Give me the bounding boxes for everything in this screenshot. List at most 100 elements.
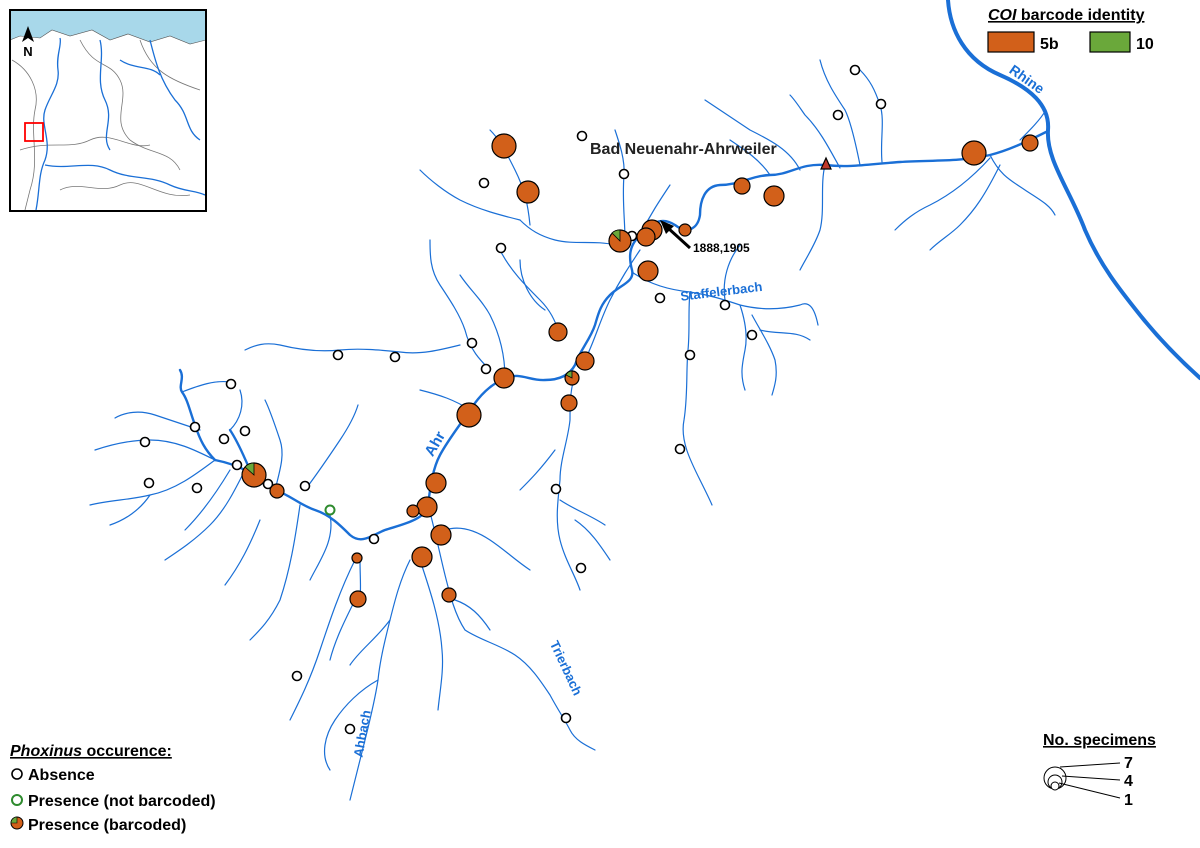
absence-site [225,378,237,390]
historic-record-annotation: 1888,1905 [660,220,750,255]
barcoded-site [678,223,692,237]
absence-site [480,363,492,375]
absence-site [746,329,758,341]
barcoded-site [548,322,568,342]
absence-site [344,723,356,735]
absence-site [389,351,401,363]
barcoded-site [493,367,515,389]
barcoded-site [637,260,659,282]
barcoded-site [560,394,578,412]
absence-site [239,425,251,437]
barcoded-site [411,546,433,568]
absence-site [139,436,151,448]
absence-site [191,482,203,494]
absence-site [832,109,844,121]
barcoded-site [425,472,447,494]
absence-site [684,349,696,361]
historic-records-label: 1888,1905 [693,241,750,255]
town-marker [820,156,832,170]
barcoded-sites-mixed [241,229,632,488]
absence-site [299,480,311,492]
town-annotation: Bad Neuenahr-Ahrweiler [590,141,832,170]
ahr-label: Ahr [421,428,449,459]
absence-site [368,533,380,545]
barcoded-site [491,133,517,159]
legend-size-label-1: 1 [1124,792,1133,809]
legend-occurrence-title-rest: occurence: [82,743,172,760]
legend-not-barcoded-label: Presence (not barcoded) [28,793,216,810]
north-arrow: N [22,26,34,59]
barcoded-site [636,227,656,247]
town-label: Bad Neuenahr-Ahrweiler [590,141,777,158]
presence-not-barcoded-site [324,504,336,516]
mixed-site [608,229,632,253]
legend-not-barcoded-symbol [11,794,23,806]
legend-occurrence-title-italic: Phoxinus [10,743,82,760]
inset-study-area-box [24,122,44,142]
legend-barcoded-symbol [10,816,24,830]
rhine-river [946,0,1200,380]
absence-site [719,299,731,311]
absence-site [218,433,230,445]
mixed-site [564,370,580,386]
legend-occurrence-title: Phoxinus occurence: [10,743,172,760]
mixed-site [241,462,267,488]
legend-size: No. specimens 7 4 1 [1043,732,1156,809]
north-label: N [23,44,32,59]
absence-site [576,130,588,142]
absence-site [189,421,201,433]
absence-site [478,177,490,189]
barcoded-site [733,177,751,195]
absence-site [575,562,587,574]
barcoded-site [441,587,457,603]
barcoded-site [1021,134,1039,152]
barcoded-site [961,140,987,166]
legend-absence-label: Absence [28,767,95,784]
legend-barcode-title: COI barcode identity [988,7,1145,24]
barcoded-site [516,180,540,204]
legend-size-title: No. specimens [1043,732,1156,749]
barcoded-sites-5b [269,133,1039,608]
barcoded-site [430,524,452,546]
barcoded-site [575,351,595,371]
absence-site [849,64,861,76]
barcoded-site [763,185,785,207]
legend-swatch-10 [1089,31,1131,53]
absence-site [143,477,155,489]
barcoded-site [349,590,367,608]
absence-site [875,98,887,110]
staffelerbach-label: Staffelerbach [680,279,764,304]
absence-site [332,349,344,361]
legend-swatch-5b [987,31,1035,53]
trierbach-label: Trierbach [547,638,585,697]
barcoded-site [406,504,420,518]
absence-site [495,242,507,254]
barcoded-site [416,496,438,518]
absence-sites [139,64,887,735]
absence-site [550,483,562,495]
absence-site [291,670,303,682]
legend-barcode-title-italic: COI [988,7,1017,24]
absence-site [231,459,243,471]
inset-map: N [9,9,207,212]
ahbach-label: Ahbach [351,709,374,759]
absence-site [466,337,478,349]
river-labels: Rhine Ahr Staffelerbach Trierbach Ahbach [351,61,1048,758]
barcoded-site [269,483,285,499]
absence-site [654,292,666,304]
barcoded-site [351,552,363,564]
legend-barcoded-label: Presence (barcoded) [28,817,186,834]
absence-site [262,478,274,490]
legend-label-5b: 5b [1040,36,1059,53]
legend-occurrence: Phoxinus occurence: Absence Presence (no… [10,743,216,834]
legend-absence-symbol [11,768,23,780]
legend-barcode-title-rest: barcode identity [1016,7,1144,24]
legend-size-circle-1 [1050,781,1060,791]
absence-site [560,712,572,724]
ahr-river [178,130,1048,541]
barcoded-site [456,402,482,428]
legend-barcode: COI barcode identity 5b 10 [987,7,1154,53]
legend-size-label-7: 7 [1124,755,1133,772]
absence-site [618,168,630,180]
